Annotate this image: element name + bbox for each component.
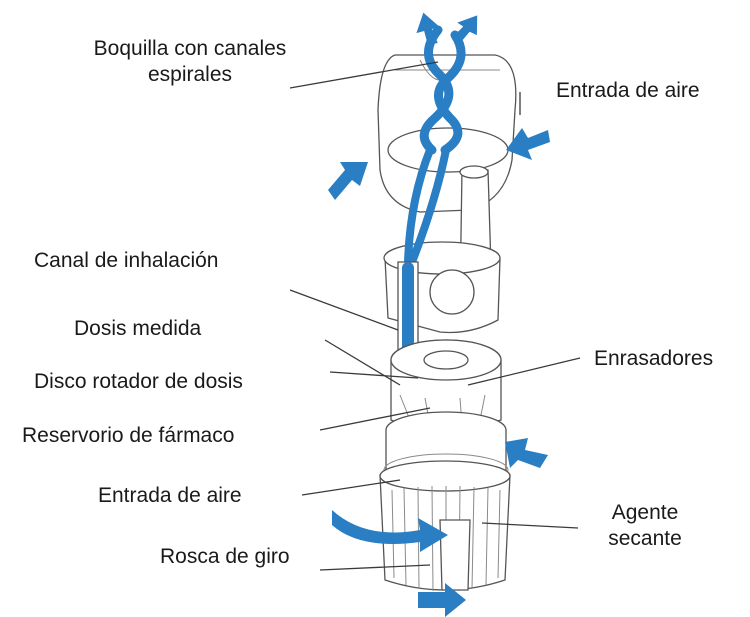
label-inhalation-channel: Canal de inhalación: [34, 248, 218, 274]
label-drug-reservoir: Reservorio de fármaco: [22, 423, 234, 449]
outflow-arrows-top: [412, 9, 485, 49]
label-mouthpiece-text: Boquilla con canales espirales: [65, 36, 315, 88]
label-dose-disc: Disco rotador de dosis: [34, 369, 243, 395]
label-scrapers: Enrasadores: [594, 346, 713, 372]
label-mouthpiece: Boquilla con canales espirales: [55, 36, 325, 88]
label-desiccant: Agente secante: [590, 500, 700, 552]
label-air-inlet-bottom: Entrada de aire: [98, 483, 242, 509]
label-air-inlet-top: Entrada de aire: [556, 78, 700, 104]
label-turning-grip: Rosca de giro: [160, 544, 290, 570]
label-metered-dose: Dosis medida: [74, 316, 201, 342]
